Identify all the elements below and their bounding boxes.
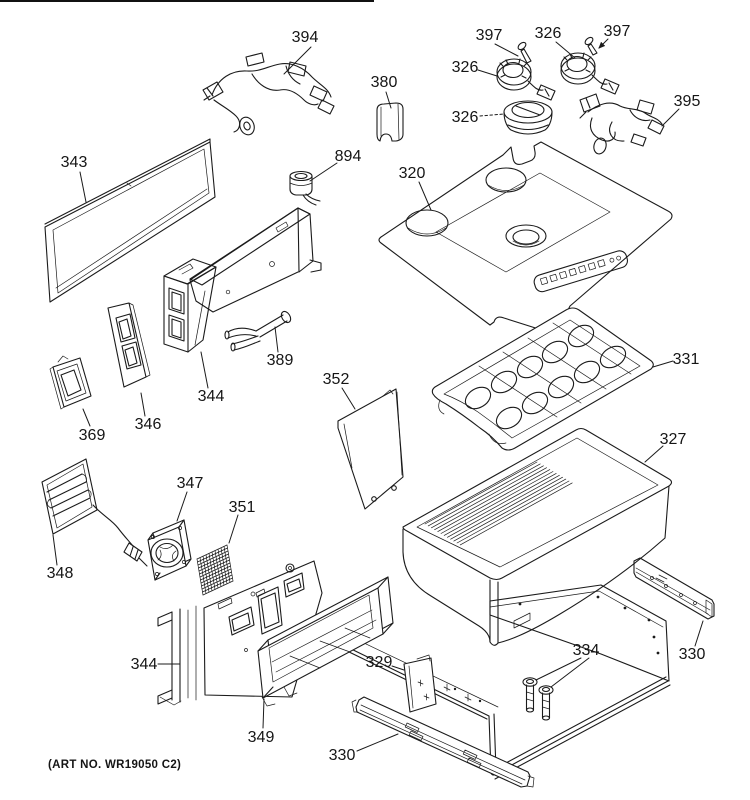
part-395-wire-harness xyxy=(579,93,665,155)
part-326-dome-cap xyxy=(503,100,553,135)
callout-395: 395 xyxy=(674,93,701,110)
callout-326-left: 326 xyxy=(452,59,479,76)
callout-343: 343 xyxy=(61,154,88,171)
part-389-tube xyxy=(224,310,292,352)
part-397-screw-right xyxy=(584,36,598,56)
part-369-duct-door xyxy=(49,355,92,410)
callout-344-upper: 344 xyxy=(198,388,225,405)
part-380-cover xyxy=(376,102,404,142)
art-number: (ART NO. WR19050 C2) xyxy=(48,759,181,771)
callout-894: 894 xyxy=(335,148,362,165)
callout-326-top: 326 xyxy=(535,25,562,42)
callout-394: 394 xyxy=(292,29,319,46)
callout-327: 327 xyxy=(660,431,687,448)
callout-330-right: 330 xyxy=(679,646,706,663)
callout-334: 334 xyxy=(573,642,600,659)
part-347-fan xyxy=(147,519,192,581)
callout-349: 349 xyxy=(248,729,275,746)
callout-389: 389 xyxy=(267,352,294,369)
callout-351: 351 xyxy=(229,499,256,516)
callout-329: 329 xyxy=(366,654,393,671)
part-334-screws xyxy=(522,677,554,721)
part-894-thermostat xyxy=(289,170,321,206)
callout-330-bottom: 330 xyxy=(329,747,356,764)
part-343-panel xyxy=(44,138,216,303)
callout-331: 331 xyxy=(673,351,700,368)
callout-348: 348 xyxy=(47,565,74,582)
callout-320: 320 xyxy=(399,165,426,182)
callout-326-dome: 326 xyxy=(452,109,479,126)
callout-347: 347 xyxy=(177,475,204,492)
part-349-front-panel xyxy=(257,576,394,707)
callout-346: 346 xyxy=(135,416,162,433)
part-344-evap-cover-upper xyxy=(163,207,322,353)
callout-380: 380 xyxy=(371,74,398,91)
callout-397-right: 397 xyxy=(604,23,631,40)
part-348-heater xyxy=(41,458,148,567)
callout-397-left: 397 xyxy=(476,27,503,44)
part-394-wire-harness xyxy=(202,52,335,136)
callout-352: 352 xyxy=(323,371,350,388)
part-351-mesh xyxy=(196,544,234,596)
part-326-ring-right xyxy=(560,52,620,95)
part-329-bracket xyxy=(403,654,437,713)
part-326-ring-left xyxy=(496,58,556,101)
callout-369: 369 xyxy=(79,427,106,444)
part-327-ice-bin xyxy=(402,427,673,646)
leader-lines xyxy=(52,38,704,752)
part-330-slide-rail-bottom xyxy=(351,696,535,788)
part-346-frame xyxy=(107,302,151,388)
part-331-ice-tray xyxy=(431,307,654,451)
part-352-bracket xyxy=(337,388,404,510)
part-330-slide-rail-right xyxy=(633,557,715,620)
callout-344-lower: 344 xyxy=(131,656,158,673)
callout-labels: 394 397 326 397 326 395 326 380 343 894 … xyxy=(47,23,706,764)
